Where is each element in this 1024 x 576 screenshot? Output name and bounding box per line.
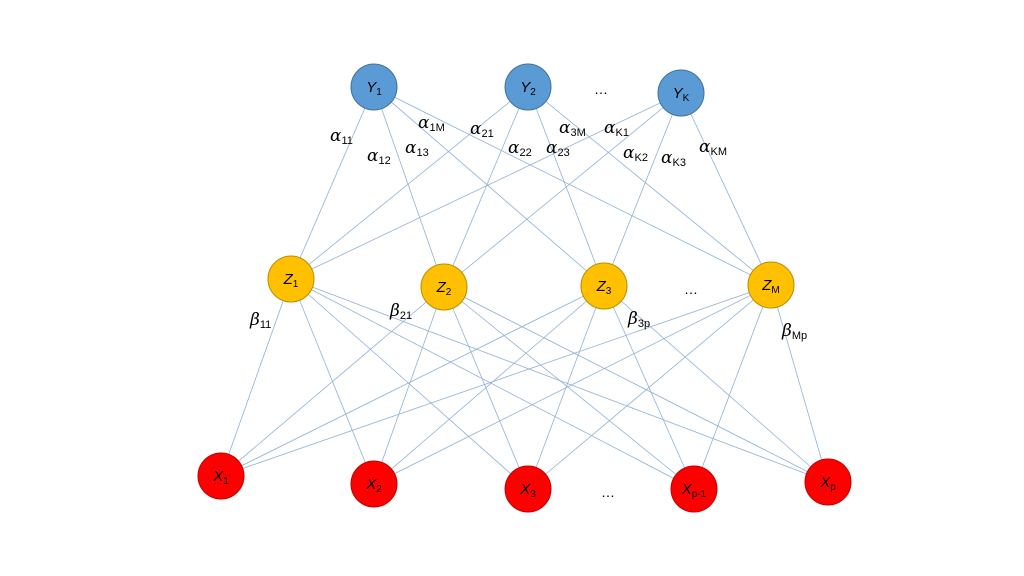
input-node-circle <box>504 465 552 513</box>
input-node-Xp: Xp <box>804 458 852 506</box>
hidden-node-Z2: Z2 <box>420 263 468 311</box>
weight-label-a23: α23 <box>546 138 570 159</box>
edge-Z1-X1 <box>220 278 292 477</box>
hidden-node-Z1: Z1 <box>267 255 315 303</box>
edge-Z2-Xp <box>443 286 829 483</box>
input-node-circle <box>670 465 718 513</box>
edge-Y2-Z2 <box>443 86 529 288</box>
edge-Y1-Z3 <box>373 86 605 287</box>
edge-Y2-ZM <box>527 86 772 286</box>
hidden-node-circle <box>580 262 628 310</box>
input-node-circle <box>197 452 245 500</box>
edge-Z3-Xp <box>603 285 829 483</box>
edge-Z2-X1 <box>220 286 445 477</box>
weight-label-a3M: α3M <box>559 118 586 139</box>
hidden-ellipsis: … <box>684 281 698 297</box>
weight-label-a1M: α1M <box>418 113 445 134</box>
weight-label-aK1: αK1 <box>604 118 629 139</box>
weight-label-b3p: β3p <box>627 309 650 330</box>
weight-label-aKM: αKM <box>699 137 727 158</box>
input-node-label: X2 <box>365 476 382 495</box>
weight-label-aK2: αK2 <box>623 143 648 164</box>
edge-Y2-Z3 <box>527 86 605 287</box>
weight-label-a22: α22 <box>508 138 532 159</box>
edge-Z1-Xp1 <box>290 278 695 490</box>
edge-YK-ZM <box>680 92 772 286</box>
edge-Y1-Z1 <box>290 86 375 280</box>
input-node-Xp1: Xp-1 <box>670 465 718 513</box>
output-node-Y1: Y1 <box>350 63 398 111</box>
input-node-label: X1 <box>212 468 229 487</box>
hidden-node-circle <box>420 263 468 311</box>
hidden-node-label: ZM <box>761 277 780 296</box>
edge-Z3-X2 <box>373 285 605 485</box>
hidden-node-circle <box>267 255 315 303</box>
edge-YK-Z2 <box>443 92 682 288</box>
output-node-label: Y2 <box>520 79 536 98</box>
edge-Z3-X1 <box>220 285 605 477</box>
edge-YK-Z1 <box>290 92 682 280</box>
input-node-circle <box>350 460 398 508</box>
output-node-label: Y1 <box>366 79 382 98</box>
output-node-circle <box>350 63 398 111</box>
edge-ZM-X1 <box>220 284 772 477</box>
output-node-YK: YK <box>657 69 705 117</box>
edge-Y1-Z2 <box>373 86 445 288</box>
edge-Y2-Z1 <box>290 86 529 280</box>
hidden-node-circle <box>747 261 795 309</box>
edges <box>220 86 829 490</box>
weight-label-b21: β21 <box>389 301 412 322</box>
edge-ZM-Xp1 <box>693 284 772 490</box>
edge-Z2-Xp1 <box>443 286 695 490</box>
edge-Y1-ZM <box>373 86 772 286</box>
nodes: Y1 Y2 YK Z1 Z2 Z3 ZM X1 X2 X3 Xp-1 Xp <box>197 63 852 513</box>
weight-label-b11: β11 <box>249 310 271 331</box>
input-node-X1: X1 <box>197 452 245 500</box>
hidden-node-Z3: Z3 <box>580 262 628 310</box>
edge-YK-Z3 <box>603 92 682 287</box>
weight-label-a21: α21 <box>470 119 494 140</box>
weight-label-a12: α12 <box>367 146 391 167</box>
input-node-circle <box>804 458 852 506</box>
input-node-label: Xp <box>819 474 836 493</box>
input-node-label: Xp-1 <box>681 481 707 500</box>
hidden-node-ZM: ZM <box>747 261 795 309</box>
input-node-X3: X3 <box>504 465 552 513</box>
weight-label-a11: α11 <box>330 126 353 147</box>
weight-label-aK3: αK3 <box>661 148 686 169</box>
edge-Z2-X2 <box>373 286 445 485</box>
hidden-node-label: Z2 <box>436 279 452 298</box>
input-ellipsis: … <box>601 484 615 500</box>
edge-ZM-X2 <box>373 284 772 485</box>
input-node-X2: X2 <box>350 460 398 508</box>
hidden-node-label: Z1 <box>283 271 299 290</box>
weight-label-bMp: βMp <box>781 321 807 342</box>
output-node-circle <box>504 63 552 111</box>
edge-ZM-X3 <box>527 284 772 490</box>
weight-label-a13: α13 <box>405 138 429 159</box>
hidden-node-label: Z3 <box>596 278 612 297</box>
output-ellipsis: … <box>594 81 608 97</box>
output-node-label: YK <box>673 85 690 104</box>
output-node-Y2: Y2 <box>504 63 552 111</box>
edge-ZM-Xp <box>770 284 829 483</box>
input-node-label: X3 <box>519 481 536 500</box>
output-node-circle <box>657 69 705 117</box>
